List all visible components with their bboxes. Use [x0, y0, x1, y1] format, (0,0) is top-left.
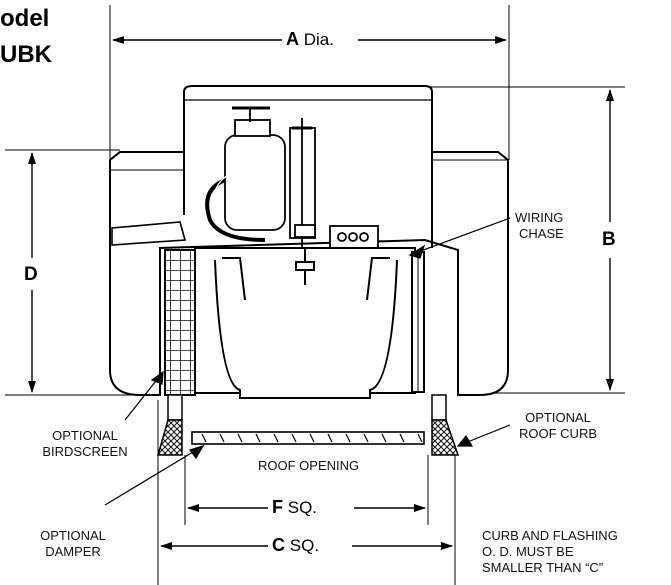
dimension-f-label: F SQ. — [268, 497, 322, 518]
damper-slat — [273, 433, 279, 443]
damper-slat — [381, 433, 387, 443]
motor-assembly — [205, 106, 379, 260]
damper — [191, 431, 425, 445]
damper-slat — [255, 433, 261, 443]
model-title-line2: UBK — [0, 41, 52, 68]
damper-label: OPTIONAL DAMPER — [40, 528, 106, 559]
fan-housing — [109, 85, 509, 396]
curb-flashing-note: CURB AND FLASHING O. D. MUST BE SMALLER … — [482, 528, 618, 575]
damper-slat — [291, 433, 297, 443]
damper-slat — [201, 433, 207, 443]
dimension-arrows — [28, 36, 614, 550]
fan-wheel — [194, 247, 416, 399]
damper-slat — [345, 433, 351, 443]
dimension-a-label: A Dia. — [282, 29, 338, 50]
damper-slat — [327, 433, 333, 443]
damper-slat — [237, 433, 243, 443]
wiring-chase — [411, 251, 425, 393]
birdscreen — [164, 249, 196, 396]
damper-slat — [309, 433, 315, 443]
dimension-d-label: D — [24, 264, 38, 285]
roof-curb-label: OPTIONAL ROOF CURB — [519, 410, 597, 441]
damper-slat — [417, 433, 423, 443]
leader-lines — [104, 217, 511, 506]
damper-slat — [363, 433, 369, 443]
roof-opening-label: ROOF OPENING — [258, 458, 360, 473]
birdscreen-label: OPTIONAL BIRDSCREEN — [42, 428, 128, 459]
damper-slat — [399, 433, 405, 443]
roof-curb — [157, 394, 460, 456]
damper-slat — [219, 433, 225, 443]
dimension-b-label: B — [602, 229, 616, 250]
wiring-chase-label: WIRING CHASE — [515, 210, 564, 241]
dimension-c-label: C SQ. — [268, 535, 324, 556]
model-title-line1: odel — [0, 5, 50, 32]
